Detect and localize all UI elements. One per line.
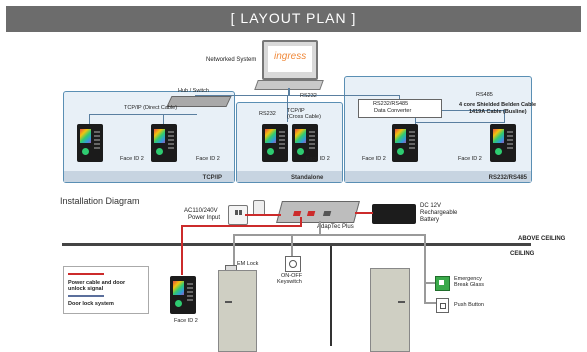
header-bar: [ LAYOUT PLAN ] [6,6,581,32]
tcpip-section-label: TCP/IP [202,175,222,181]
em-lock-label: EM Lock [237,261,259,267]
standalone-section-label: Standalone [291,175,324,181]
computer-down-line [288,88,290,96]
legend-box: Power cable and door unlock signal Door … [63,266,149,314]
wall-divider [330,246,332,346]
networked-system-label: Networked System [206,57,257,63]
door-left [218,270,257,352]
push-button-icon [436,298,449,313]
face-id-device [151,124,177,162]
face-id-device [490,124,516,162]
battery-line-1: DC 12V [420,203,442,209]
power-input-line-1: AC110/240V [184,208,218,214]
face-id-device [170,276,196,314]
emergency-line-1: Emergency [454,276,482,282]
device-label: Face ID 2 [120,156,144,162]
power-input-line-2: Power Input [188,215,221,221]
ceiling-label: CEILING [510,251,535,257]
above-ceiling-label: ABOVE CEILING [518,236,566,242]
page-title: [ LAYOUT PLAN ] [230,10,357,26]
ceiling-line [62,243,531,246]
keyswitch-line-2: Keyswitch [277,279,302,285]
data-converter-box: RS232/RS485 Data Converter [358,99,442,118]
device-label: Face ID 2 [306,156,330,162]
battery-line-2: Rechargeable [420,210,458,216]
face-id-device [392,124,418,162]
monitor-icon: ingress [262,40,318,80]
converter-line-1: RS232/RS485 [373,101,409,107]
legend-lock-label: Door lock system [68,301,114,307]
legend-power-swatch [68,273,104,275]
standalone-tcp-line-1: TCP/IP [287,108,305,114]
adaptec-box [276,201,360,223]
standalone-tcp-line-2: (Cross Cable) [287,114,321,120]
keyswitch-line-1: ON-OFF [281,273,303,279]
bus-line [195,95,400,96]
converter-line-2: Data Converter [374,108,412,114]
face-id-device [292,124,318,162]
rs485-top-label: RS485 [476,92,493,98]
brand-logo: ingress [274,51,307,62]
cable-note-1: 4 core Shielded Belden Cable [459,102,537,108]
rs-section-label: RS232/RS485 [488,175,527,181]
tcpip-direct-label: TCP/IP (Direct Cable) [124,105,178,111]
cable-note-2: 1419A Cable (Busline) [469,109,527,115]
battery-icon [372,204,416,224]
device-label: Face ID 2 [362,156,386,162]
legend-lock-swatch [68,295,104,297]
emergency-line-2: Break Glass [454,282,484,288]
face-id-device [262,124,288,162]
power-cable [245,214,281,216]
keyswitch-icon [285,256,301,272]
device-label: Face ID 2 [458,156,482,162]
install-device-label: Face ID 2 [174,318,198,324]
push-button-label: Push Button [454,302,484,308]
battery-line-3: Battery [420,217,440,223]
adaptec-label: AdapTec Plus [317,224,354,230]
hub-label: Hub / Switch [178,88,209,94]
emergency-break-glass-icon [435,276,450,291]
device-label: Face ID 2 [196,156,220,162]
standalone-rs232-label: RS232 [259,111,276,117]
rs232-top-label: RS232 [300,93,317,99]
installation-title: Installation Diagram [60,196,140,206]
standalone-section: Standalone [236,102,343,183]
door-right [370,268,410,352]
legend-power-line-1: Power cable and door [68,280,126,286]
legend-power-line-2: unlock signal [68,286,104,292]
face-id-device [77,124,103,162]
